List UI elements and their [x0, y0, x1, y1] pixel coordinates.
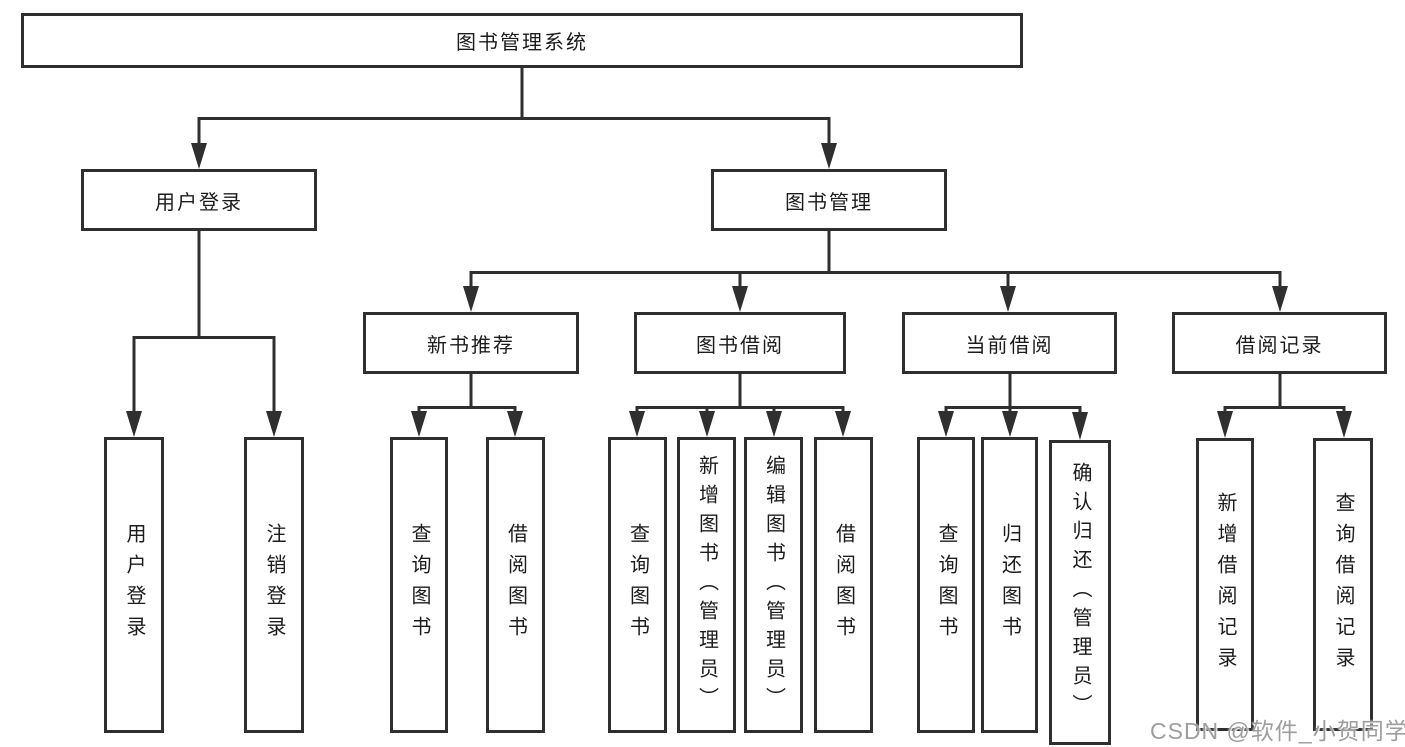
leaf-bb-add-books-admin: 新增图书（管理员）	[677, 437, 736, 733]
leaf-bb-borrow-books: 借阅图书	[814, 437, 873, 733]
connector-book-mgmt-children	[463, 231, 1288, 312]
node-new-book-rec: 新书推荐	[363, 312, 579, 374]
leaf-bb-query-books-label: 查询图书	[626, 523, 649, 647]
leaf-cb-query-books: 查询图书	[917, 437, 975, 733]
leaf-user-login: 用户登录	[104, 437, 164, 733]
leaf-cb-return-books: 归还图书	[981, 437, 1038, 733]
leaf-cb-query-books-label: 查询图书	[935, 523, 957, 647]
leaf-bb-edit-books-admin-label: 编辑图书（管理员）	[762, 454, 785, 716]
node-borrow-records: 借阅记录	[1172, 312, 1387, 374]
csdn-watermark: CSDN @软件_小贺同学	[1150, 718, 1405, 744]
node-root-label: 图书管理系统	[456, 32, 588, 54]
connector-user-login-children	[126, 231, 282, 437]
leaf-bb-add-books-admin-label: 新增图书（管理员）	[695, 454, 718, 716]
leaf-nb-borrow-books-label: 借阅图书	[504, 523, 527, 647]
leaf-bb-edit-books-admin: 编辑图书（管理员）	[744, 437, 803, 733]
leaf-logout-label: 注销登录	[263, 523, 285, 647]
leaf-nb-query-books: 查询图书	[390, 437, 448, 733]
connector-borrow-records-children	[1217, 374, 1352, 438]
leaf-cb-confirm-return-admin: 确认归还（管理员）	[1049, 440, 1111, 745]
leaf-nb-query-books-label: 查询图书	[408, 523, 430, 647]
connector-root-to-level2	[191, 68, 837, 169]
connector-book-borrow-children	[629, 374, 851, 437]
leaf-cb-return-books-label: 归还图书	[998, 523, 1021, 647]
node-user-login: 用户登录	[81, 169, 317, 231]
leaf-user-login-label: 用户登录	[123, 523, 145, 647]
leaf-bb-borrow-books-label: 借阅图书	[832, 523, 855, 647]
node-root: 图书管理系统	[21, 13, 1023, 68]
node-new-book-rec-label: 新书推荐	[427, 334, 515, 357]
node-borrow-records-label: 借阅记录	[1235, 334, 1324, 357]
leaf-logout: 注销登录	[244, 437, 304, 733]
leaf-cb-confirm-return-admin-label: 确认归还（管理员）	[1069, 462, 1091, 723]
leaf-br-query-record-label: 查询借阅记录	[1332, 491, 1354, 678]
leaf-br-add-record-label: 新增借阅记录	[1214, 491, 1236, 678]
node-book-mgmt-label: 图书管理	[785, 191, 873, 214]
connector-new-book-rec-children	[411, 374, 523, 437]
node-book-borrow: 图书借阅	[634, 312, 846, 374]
leaf-nb-borrow-books: 借阅图书	[486, 437, 545, 733]
leaf-br-add-record: 新增借阅记录	[1196, 438, 1254, 731]
node-book-mgmt: 图书管理	[711, 169, 947, 231]
node-user-login-label: 用户登录	[155, 191, 243, 214]
leaf-bb-query-books: 查询图书	[608, 437, 667, 733]
connector-current-borrow-children	[938, 374, 1088, 440]
node-current-borrow: 当前借阅	[902, 312, 1117, 374]
leaf-br-query-record: 查询借阅记录	[1313, 438, 1373, 731]
node-book-borrow-label: 图书借阅	[696, 334, 784, 357]
node-current-borrow-label: 当前借阅	[965, 334, 1054, 357]
